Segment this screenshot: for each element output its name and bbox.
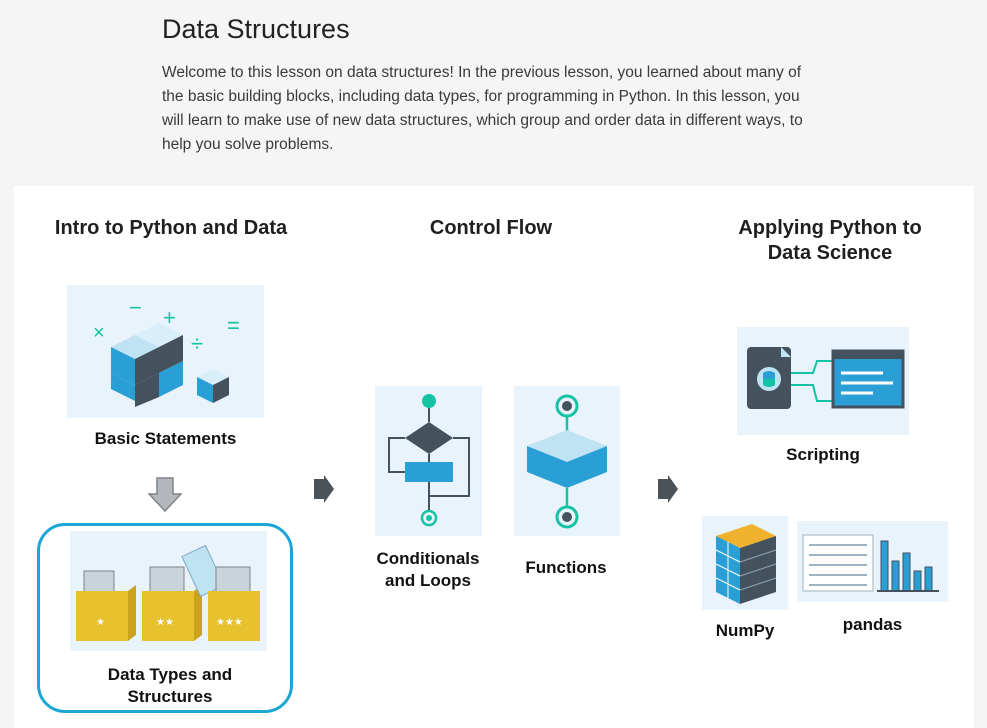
numpy-image xyxy=(702,516,788,610)
col-title-applying: Applying Python to Data Science xyxy=(738,217,922,264)
pandas-image xyxy=(797,521,948,602)
svg-text:★: ★ xyxy=(96,617,105,628)
small-cube-icon xyxy=(197,369,229,403)
pandas-table-chart-icon xyxy=(802,534,939,592)
lesson-title: Data Structures xyxy=(162,14,350,44)
times-symbol: × xyxy=(93,322,105,344)
data-types-image: ★ ★★ ★★★ xyxy=(70,531,267,651)
pandas-label: pandas xyxy=(842,615,903,634)
function-box-icon xyxy=(527,394,607,529)
conditionals-label: Conditionals and Loops xyxy=(376,549,480,590)
lesson-intro: Welcome to this lesson on data structure… xyxy=(162,64,803,153)
basic-statements-label: Basic Statements xyxy=(94,429,237,448)
equals-symbol: = xyxy=(227,313,240,338)
col-title-control-flow: Control Flow xyxy=(429,217,553,239)
cube-stack-icon xyxy=(111,323,183,407)
numpy-array-icon xyxy=(715,524,777,604)
minus-symbol: − xyxy=(129,295,142,320)
right-arrow-icon xyxy=(658,475,678,503)
data-types-label: Data Types and Structures xyxy=(107,665,233,706)
functions-label: Functions xyxy=(525,558,607,577)
right-arrow-icon xyxy=(314,475,334,503)
svg-text:★★★: ★★★ xyxy=(216,617,243,628)
flowchart-icon xyxy=(388,394,470,527)
scripting-label: Scripting xyxy=(786,445,860,464)
current-lesson-highlight[interactable] xyxy=(37,523,293,713)
conditionals-image xyxy=(375,386,482,536)
functions-image xyxy=(514,386,620,536)
ticket-boxes-icon: ★ ★★ ★★★ xyxy=(76,544,260,641)
down-arrow-icon xyxy=(148,477,182,513)
python-script-icon xyxy=(747,347,905,409)
basic-statements-image: − + × ÷ = xyxy=(67,285,264,418)
numpy-label: NumPy xyxy=(715,621,775,640)
plus-symbol: + xyxy=(163,305,176,330)
divide-symbol: ÷ xyxy=(191,331,203,356)
svg-text:★★: ★★ xyxy=(156,617,174,628)
scripting-image xyxy=(737,327,909,435)
col-title-intro: Intro to Python and Data xyxy=(54,217,288,239)
